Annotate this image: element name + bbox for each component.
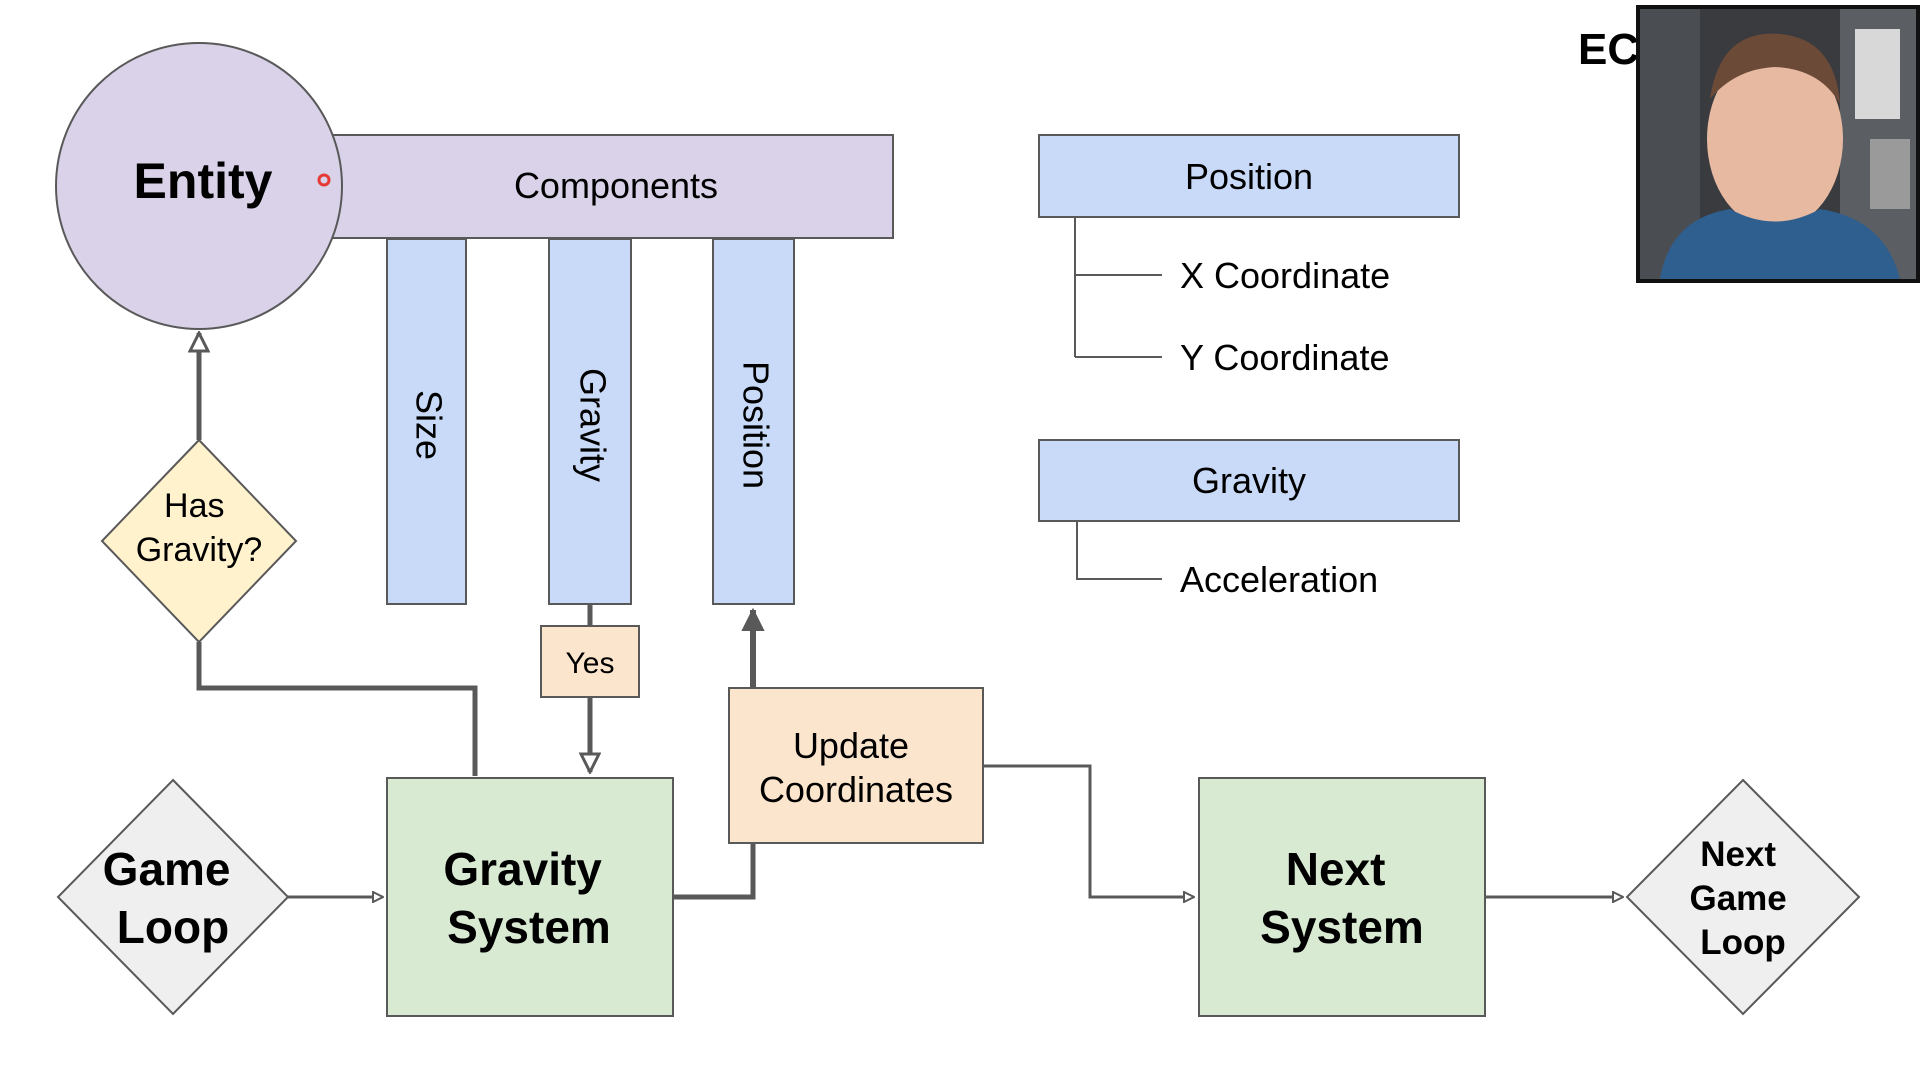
yes-box [540, 625, 640, 698]
game-loop-label: Game Loop [103, 843, 244, 953]
entity-label: Entity [134, 153, 273, 209]
gravity-def-tree [1076, 521, 1162, 580]
entity-circle [55, 42, 343, 330]
next-game-loop-line-1: Next [1700, 835, 1776, 874]
next-game-loop-diamond [1625, 778, 1861, 1016]
update-coordinates-box [728, 687, 984, 844]
next-system-label: Next System [1260, 843, 1424, 953]
connector-update-to-nextsystem [983, 764, 1194, 897]
next-system-box [1198, 777, 1486, 1017]
gravity-def-box [1038, 439, 1460, 522]
presenter-video-icon [1640, 9, 1916, 279]
next-game-loop-line-3: Loop [1700, 923, 1786, 962]
cursor-dot [317, 173, 331, 187]
position-column-label: Position [735, 361, 776, 489]
position-def-box [1038, 134, 1460, 218]
game-loop-line-2: Loop [117, 901, 229, 953]
connector-system-to-hasgravity [196, 642, 478, 776]
update-coordinates-line-1: Update [793, 725, 909, 766]
position-def-label: Position [1185, 156, 1313, 197]
yes-label: Yes [566, 647, 615, 680]
game-loop-diamond [56, 778, 290, 1016]
game-loop-line-1: Game [103, 843, 231, 895]
gravity-system-line-2: System [447, 901, 611, 953]
has-gravity-line-1: Has [164, 487, 224, 525]
size-column-label: Size [408, 390, 449, 460]
acceleration-label: Acceleration [1180, 559, 1378, 600]
has-gravity-line-2: Gravity? [136, 531, 263, 569]
next-system-line-1: Next [1286, 843, 1386, 895]
gravity-column [548, 238, 632, 605]
next-game-loop-label: Next Game Loop [1689, 835, 1796, 962]
size-column [386, 238, 467, 605]
y-coordinate-label: Y Coordinate [1180, 337, 1389, 378]
has-gravity-diamond [100, 438, 298, 644]
next-system-line-2: System [1260, 901, 1424, 953]
gravity-system-box [386, 777, 674, 1017]
position-column [712, 238, 795, 605]
connector-system-to-update [673, 843, 756, 900]
has-gravity-label: Has Gravity? [136, 487, 263, 569]
webcam-overlay [1636, 5, 1920, 283]
gravity-system-label: Gravity System [443, 843, 614, 953]
position-def-tree [1074, 217, 1162, 358]
x-coordinate-label: X Coordinate [1180, 255, 1390, 296]
gravity-system-line-1: Gravity [443, 843, 602, 895]
next-game-loop-line-2: Game [1689, 879, 1786, 918]
partial-title: EC [1578, 25, 1640, 74]
gravity-def-label: Gravity [1192, 460, 1306, 501]
update-coordinates-label: Update Coordinates [759, 725, 953, 810]
gravity-column-label: Gravity [572, 368, 613, 482]
update-coordinates-line-2: Coordinates [759, 769, 953, 810]
components-label: Components [514, 165, 718, 206]
components-bar [329, 134, 894, 239]
